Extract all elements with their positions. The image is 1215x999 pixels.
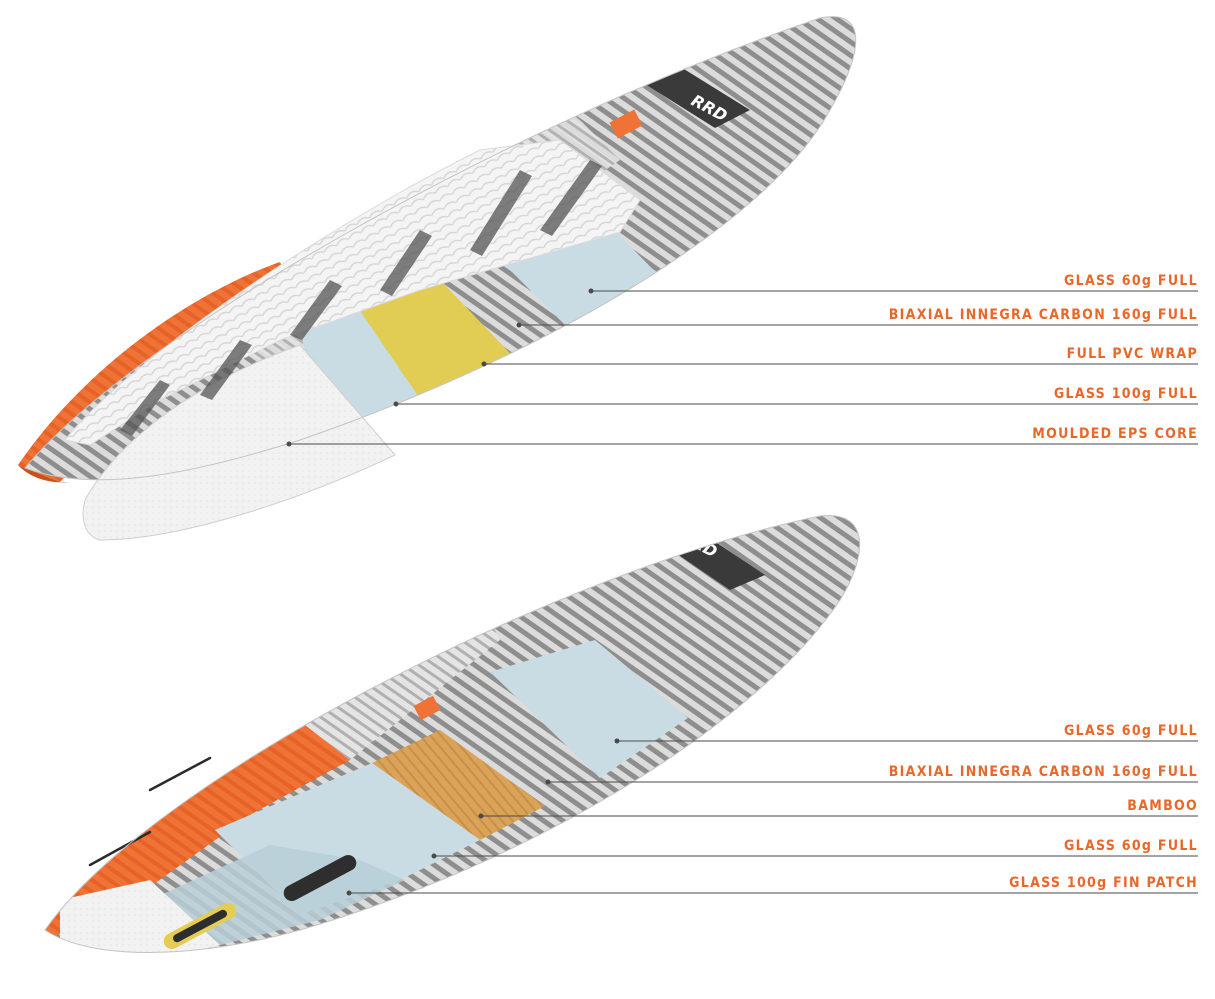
- label-top-full-pvc-wrap: FULL PVC WRAP: [1066, 346, 1198, 362]
- strap-inserts: [88, 756, 212, 867]
- top-layer-eps-core: [82, 344, 396, 541]
- bottom-board: RRD: [44, 514, 861, 953]
- label-top-moulded-eps-core: MOULDED EPS CORE: [1032, 426, 1198, 442]
- label-top-biaxial-innegra-carbon: BIAXIAL INNEGRA CARBON 160g FULL: [888, 307, 1198, 323]
- bottom-board-orange-panel: [45, 690, 350, 940]
- label-bottom-glass-100-fin-patch: GLASS 100g FIN PATCH: [1009, 875, 1198, 891]
- bottom-layer-glass-60-full: [490, 640, 688, 778]
- label-top-glass-60-full: GLASS 60g FULL: [1063, 273, 1198, 289]
- label-top-glass-100-full: GLASS 100g FULL: [1053, 386, 1198, 402]
- label-bottom-glass-60-full-lower: GLASS 60g FULL: [1063, 838, 1198, 854]
- top-board: RRD: [18, 16, 857, 541]
- leader-lines: [286, 288, 1198, 896]
- bottom-layer-bamboo: [372, 730, 545, 840]
- label-bottom-bamboo: BAMBOO: [1127, 798, 1198, 814]
- label-bottom-biaxial-innegra-carbon: BIAXIAL INNEGRA CARBON 160g FULL: [888, 764, 1198, 780]
- fin-box-right: [283, 854, 357, 902]
- label-bottom-glass-60-full: GLASS 60g FULL: [1063, 723, 1198, 739]
